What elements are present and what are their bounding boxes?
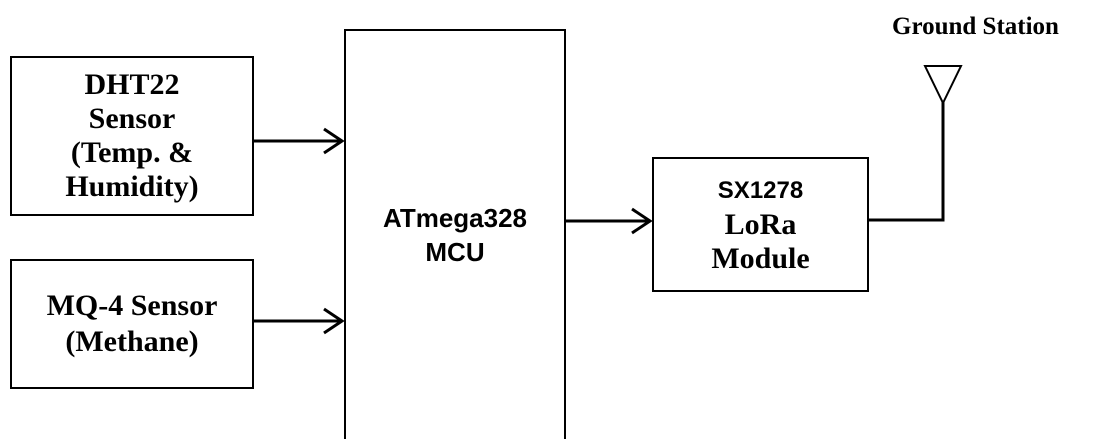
ground-station-label: Ground Station [892, 13, 1059, 40]
lora-label-line-2: LoRa [724, 207, 797, 241]
mq4-label-line-2: (Methane) [65, 325, 199, 358]
mcu-label-line-1: ATmega328 [382, 203, 528, 233]
dht22-label-line-2: Sensor [88, 102, 176, 135]
lora-label-line-3: Module [711, 241, 810, 275]
wire-lora-to-antenna [869, 102, 945, 222]
mq4-label-line-1: MQ-4 Sensor [46, 289, 218, 322]
arrow-mq4-to-mcu [254, 307, 345, 335]
mq4-sensor-block: MQ-4 Sensor (Methane) [10, 259, 254, 389]
mcu-block: ATmega328 MCU [344, 29, 566, 439]
antenna-icon [923, 65, 963, 106]
arrow-dht22-to-mcu [254, 127, 345, 155]
arrow-mcu-to-lora [566, 207, 653, 235]
dht22-label-line-3: (Temp. & [70, 136, 194, 169]
mcu-label-line-2: MCU [425, 237, 485, 267]
lora-module-block: SX1278 LoRa Module [652, 157, 869, 292]
connection-wires [254, 65, 963, 335]
dht22-label-line-1: DHT22 [84, 68, 180, 101]
dht22-sensor-block: DHT22 Sensor (Temp. & Humidity) [10, 56, 254, 216]
lora-label-line-1: SX1278 [717, 176, 804, 204]
dht22-label-line-4: Humidity) [65, 170, 199, 203]
